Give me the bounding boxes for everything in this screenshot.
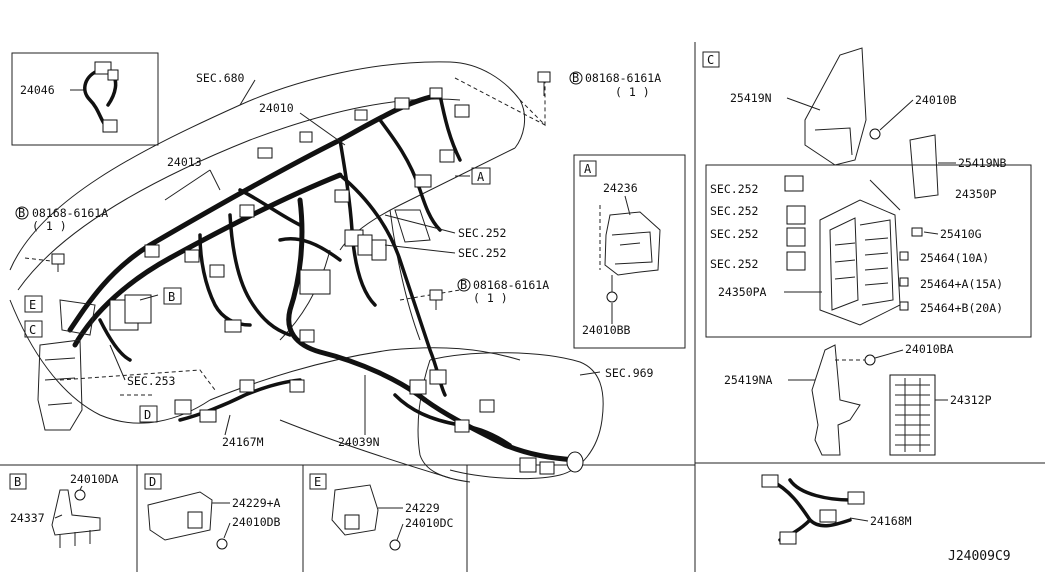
label-24229: 24229 [405, 501, 440, 515]
detail-b: B 24010DA 24337 [9, 472, 119, 548]
detail-d: D 24229+A 24010DB [144, 473, 281, 550]
label-sec-252-b: SEC.252 [458, 246, 506, 260]
label-24350pa: 24350PA [718, 285, 767, 299]
callout-a: A [477, 170, 485, 184]
label-25410g: 25410G [940, 227, 982, 241]
label-bolt-top-qty: ( 1 ) [615, 85, 650, 99]
label-24010db: 24010DB [232, 515, 281, 529]
detail-d-letter: D [149, 475, 156, 489]
bracket-25419n [804, 47, 867, 166]
detail-e-letter: E [314, 475, 321, 489]
callout-d: D [144, 408, 151, 422]
bolt-symbol-letter: B [572, 71, 579, 85]
label-sec-252-c4: SEC.252 [710, 257, 758, 271]
inset-24046-drawing [83, 61, 119, 133]
label-25419na: 25419NA [724, 373, 773, 387]
bolt-symbol-circle-mid [457, 278, 471, 292]
label-sec-252-a: SEC.252 [458, 226, 506, 240]
detail-c: C 25419N 24010B 25419NB 24350P SEC.252 S… [702, 47, 1007, 545]
bracket-24229a [147, 491, 213, 541]
label-sec-969: SEC.969 [605, 366, 654, 380]
label-sec-252-c2: SEC.252 [710, 204, 758, 218]
label-24168m: 24168M [870, 514, 912, 528]
label-24337: 24337 [10, 511, 45, 525]
label-sec-253: SEC.253 [127, 374, 176, 388]
detail-a: A 24236 24010BB [579, 160, 661, 337]
bolt-left-icon [51, 253, 65, 265]
label-24010b: 24010B [915, 93, 957, 107]
callout-e: E [29, 298, 36, 312]
label-sec-680: SEC.680 [196, 71, 245, 85]
label-bolt-left: 08168-6161A [32, 206, 108, 220]
detail-c-fusebox-frame [705, 164, 1032, 338]
label-24010dc: 24010DC [405, 516, 454, 530]
label-sec-252-c3: SEC.252 [710, 227, 758, 241]
label-24039n: 24039N [338, 435, 380, 449]
label-24312p: 24312P [950, 393, 992, 407]
label-bolt-top: 08168-6161A [585, 71, 661, 85]
main-leaders [70, 79, 601, 436]
label-24010ba: 24010BA [905, 342, 954, 356]
label-25419n: 25419N [730, 91, 772, 105]
inset-24046-frame [11, 52, 159, 146]
detail-a-frame [573, 154, 686, 349]
label-24010bb: 24010BB [582, 323, 631, 337]
detail-c-letter: C [707, 53, 714, 67]
bracket-25419nb [909, 134, 939, 199]
frames [0, 42, 1045, 572]
bracket-24229 [331, 484, 379, 536]
label-25464-10a: 25464(10A) [920, 251, 989, 265]
label-24010: 24010 [259, 101, 294, 115]
harness-connectors [37, 87, 584, 475]
detail-b-letter: B [14, 475, 21, 489]
bracket-24337 [51, 489, 101, 536]
bolt-symbol-letter-mid: B [460, 278, 467, 292]
bolt-top-icon [537, 71, 551, 83]
label-25464a-15a: 25464+A(15A) [920, 277, 1003, 291]
callout-boxes: A B C D E [24, 167, 491, 423]
label-sec-252-c1: SEC.252 [710, 182, 758, 196]
label-25419nb: 25419NB [958, 156, 1007, 170]
bolt-mid-icon [429, 289, 443, 301]
bolt-symbol-circle [569, 71, 583, 85]
main-labels: 24046 SEC.680 24010 24013 B 08168-6161A … [15, 71, 661, 449]
label-24229a: 24229+A [232, 496, 281, 510]
drawing-code: J24009C9 [948, 549, 1011, 564]
detail-e: E 24229 24010DC [309, 473, 454, 551]
label-24167m: 24167M [222, 435, 264, 449]
label-24013: 24013 [167, 155, 202, 169]
label-24010da: 24010DA [70, 472, 119, 486]
callout-c: C [29, 323, 36, 337]
callout-b: B [168, 290, 175, 304]
main-harness [67, 92, 578, 463]
label-24236: 24236 [603, 181, 638, 195]
label-25464b-20a: 25464+B(20A) [920, 301, 1003, 315]
bolt-symbol-letter-left: B [18, 206, 25, 220]
label-bolt-mid: 08168-6161A [473, 278, 549, 292]
label-24350p: 24350P [955, 187, 997, 201]
bolts [51, 71, 551, 310]
label-24046: 24046 [20, 83, 55, 97]
label-bolt-mid-qty: ( 1 ) [473, 291, 508, 305]
bracket-25419na [811, 344, 861, 456]
bolt-symbol-circle-left [15, 206, 29, 220]
detail-a-letter: A [584, 162, 592, 176]
label-bolt-left-qty: ( 1 ) [32, 219, 67, 233]
